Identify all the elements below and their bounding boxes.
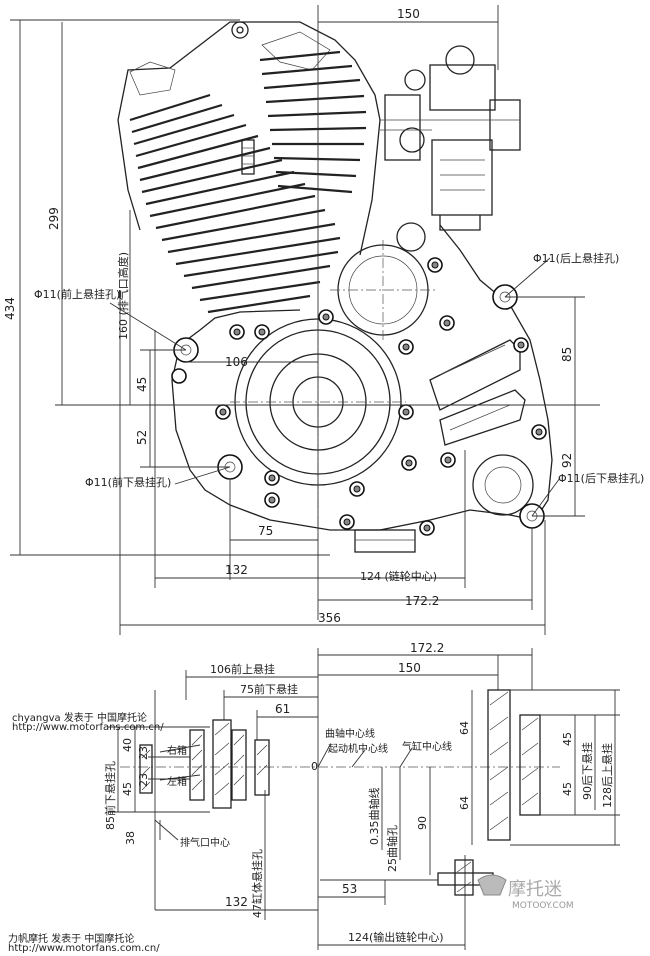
engine-side-view (117, 21, 553, 553)
motooy-logo: 摩托迷 MOTOOY.COM (477, 874, 574, 911)
dim-b-90v: 90 (416, 816, 429, 830)
dim-b-0: 0 (311, 760, 318, 773)
cylinder-fins (129, 50, 367, 314)
dim-160: 160 (排气口高度) (116, 252, 130, 340)
dim-b-172: 172.2 (410, 641, 444, 655)
dim-75: 75 (258, 524, 273, 538)
watermark-line-2: http://www.motorfans.com.cn/ (12, 722, 164, 733)
watermark-line-4: http://www.motorfans.com.cn/ (8, 943, 160, 954)
label-rear-lower-hole: Φ11(后下悬挂孔) (558, 471, 644, 485)
dim-b-150: 150 (398, 661, 421, 675)
dim-b-124: 124(输出链轮中心) (348, 930, 444, 944)
logo-text: 摩托迷 (508, 879, 562, 900)
dim-b-53: 53 (342, 882, 357, 896)
left-mount-block (139, 719, 270, 809)
dim-b-85: 85前下悬挂孔 (103, 761, 117, 830)
dim-b-132: 132 (225, 895, 248, 909)
dim-172: 172.2 (405, 594, 439, 608)
case-bolts (215, 257, 547, 536)
logo-url: MOTOOY.COM (512, 901, 574, 911)
label-front-upper-hole: Φ11(前上悬挂孔) (34, 287, 120, 301)
dim-b-45: 45 (121, 782, 134, 796)
label-crank-centerline: 曲轴中心线 (325, 727, 375, 740)
dim-b-64b: 64 (458, 796, 471, 810)
right-mount-block (487, 689, 541, 841)
label-front-lower-hole: Φ11(前下悬挂孔) (85, 475, 171, 489)
label-exhaust-center: 排气口中心 (180, 836, 230, 849)
dim-b-61: 61 (275, 702, 290, 716)
dim-b-40: 40 (121, 738, 134, 752)
dim-92: 92 (560, 453, 574, 468)
dim-150-top: 150 (397, 7, 420, 21)
dim-b-128: 128后上悬挂 (600, 743, 614, 808)
dim-434: 434 (3, 297, 17, 320)
dim-299: 299 (47, 207, 61, 230)
dim-b-75: 75前下悬挂 (240, 682, 298, 696)
carburetor (380, 45, 521, 231)
label-right-box: 右箱 (167, 744, 187, 757)
dim-85: 85 (560, 347, 574, 362)
bottom-plan-view (108, 648, 620, 950)
label-cylinder-centerline: 气缸中心线 (402, 740, 452, 753)
dim-132: 132 (225, 563, 248, 577)
mount-holes (171, 284, 545, 529)
dim-b-90: 90后下悬挂 (580, 742, 594, 800)
dim-b-47: 47缸体悬挂孔 (250, 849, 264, 918)
dim-45: 45 (135, 377, 149, 392)
label-rear-upper-hole: Φ11(后上悬挂孔) (533, 251, 619, 265)
dim-b-45b: 45 (561, 782, 574, 796)
dim-52: 52 (135, 430, 149, 445)
dim-b-035: 0.35曲轴线 (367, 788, 381, 846)
watermark-line-3: 力帆摩托 发表于 中国摩托论 (8, 934, 135, 945)
dim-b-64a: 64 (458, 721, 471, 735)
dim-124: 124 (链轮中心) (360, 569, 437, 583)
top-dimension-lines (10, 5, 600, 635)
dim-b-106: 106前上悬挂 (210, 662, 275, 676)
dim-356: 356 (318, 611, 341, 625)
dim-b-23a: 23 (137, 746, 150, 760)
output-shaft-part (320, 859, 494, 896)
watermark-line-1: chyangva 发表于 中国摩托论 (12, 713, 147, 724)
dim-b-45a: 45 (561, 732, 574, 746)
dim-b-38: 38 (124, 831, 137, 845)
dim-b-23b: 23 (137, 773, 150, 787)
dim-106: 106 (225, 355, 248, 369)
label-left-box: 左箱 (167, 775, 187, 788)
label-starter-centerline: 起动机中心线 (328, 742, 388, 755)
dim-b-25: 25曲轴孔 (385, 825, 399, 872)
